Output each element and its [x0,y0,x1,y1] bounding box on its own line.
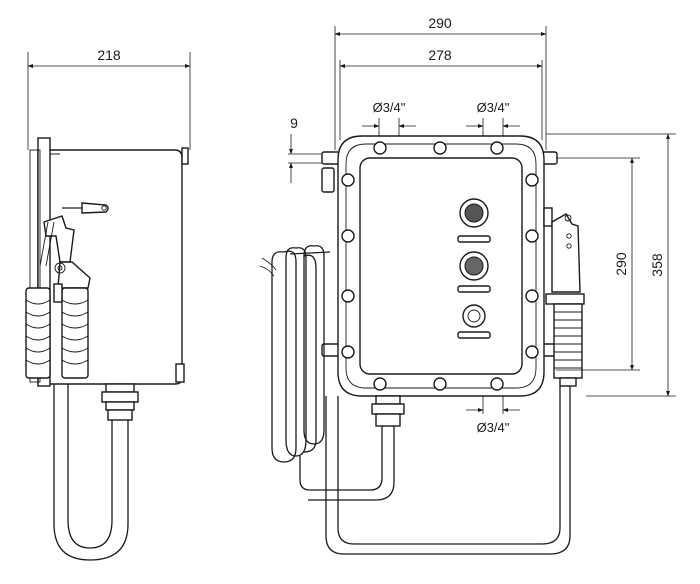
side-lug-top [181,147,189,165]
side-cable-gland [101,383,139,421]
dimension-flange-width: 278 [339,47,543,140]
entry-top-right-label: Ø3/4" [477,100,510,115]
side-view: 218 [25,47,191,561]
dimension-mount-height: 290 [556,157,640,371]
enclosure-cover [359,157,523,375]
entry-top-left: Ø3/4" [362,100,416,136]
control-button-middle [457,251,491,293]
flange-width-label: 278 [428,47,452,63]
plug-holder [543,207,585,387]
mount-height-label: 290 [613,252,629,276]
overall-width-label: 290 [428,15,452,31]
entry-bottom-label: Ø3/4" [477,420,510,435]
side-lug-bottom [175,363,185,383]
front-view: 290 278 9 Ø3/4" [259,15,676,555]
overall-height-label: 358 [649,253,665,277]
dimension-overall-height: 358 [546,133,676,397]
control-button-top [457,198,491,243]
side-clamp [25,215,91,379]
entry-bottom: Ø3/4" [466,396,520,435]
flange-bolts [341,141,539,391]
dimension-side-width: 218 [27,47,191,150]
entry-top-right: Ø3/4" [466,100,520,136]
indicator-light [457,304,491,339]
coiled-cable [259,245,331,463]
front-cable-gland [371,395,405,427]
dimension-overall-width: 290 [334,15,547,150]
side-width-label: 218 [97,47,121,63]
offset-label: 9 [290,115,298,131]
entry-top-left-label: Ø3/4" [373,100,406,115]
